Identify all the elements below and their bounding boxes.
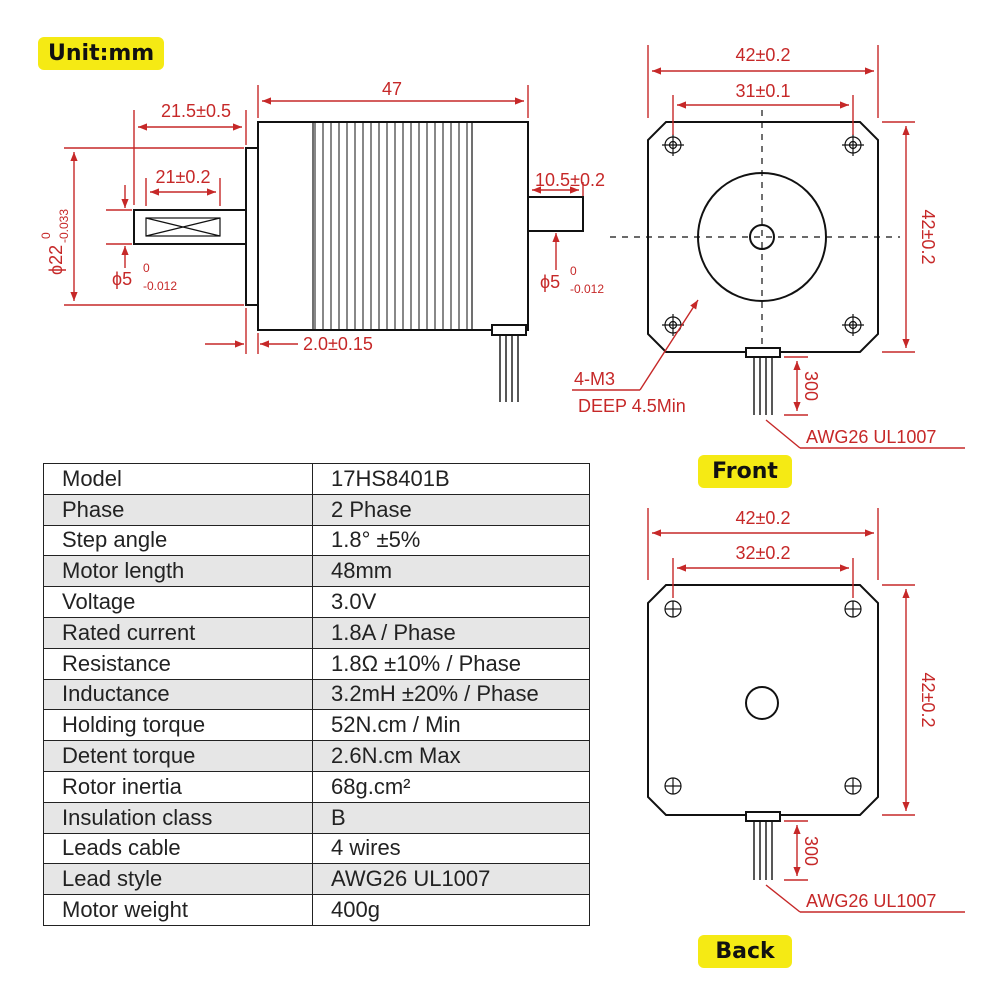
spec-value: 4 wires (312, 832, 590, 865)
holes-note-line2: DEEP 4.5Min (578, 396, 686, 416)
spec-value: 1.8A / Phase (312, 616, 590, 649)
back-shaft-end (745, 686, 779, 720)
dim-shaft-length: 21.5±0.5 (161, 101, 231, 121)
dim-shaft-dia: ϕ5 (112, 269, 132, 289)
back-label: Back (698, 935, 792, 968)
spec-key: Phase (43, 493, 313, 526)
dim-total-length: 47 (382, 79, 402, 99)
spec-value: 2.6N.cm Max (312, 740, 590, 772)
spec-value: 1.8Ω ±10% / Phase (312, 647, 590, 680)
spec-key: Voltage (43, 586, 313, 618)
svg-text:-0.012: -0.012 (570, 282, 604, 296)
front-shaft-end (749, 224, 775, 250)
mounting-hole-icon (662, 134, 684, 156)
screw-icon (844, 600, 862, 618)
svg-text:0: 0 (143, 261, 150, 275)
svg-text:0: 0 (39, 232, 53, 239)
spec-value: 1.8° ±5% (312, 524, 590, 557)
unit-label: Unit:mm (38, 37, 165, 70)
spec-key: Rated current (43, 616, 313, 649)
spec-key: Leads cable (43, 832, 313, 865)
side-wires (499, 335, 519, 402)
back-dim-hole-spacing: 32±0.2 (736, 543, 791, 563)
back-view: 42±0.2 32±0.2 42±0.2 300 AWG26 UL1007 (647, 508, 965, 913)
shaft-flat (145, 217, 221, 237)
spec-key: Resistance (43, 647, 313, 680)
spec-key: Motor weight (43, 894, 313, 926)
spec-value: B (312, 801, 590, 834)
rear-shaft (527, 196, 584, 232)
screw-icon (664, 777, 682, 795)
boss-flange (245, 147, 259, 306)
front-dim-width: 42±0.2 (736, 45, 791, 65)
front-dim-lead: 300 (801, 371, 821, 401)
spec-value: 3.2mH ±20% / Phase (312, 678, 590, 711)
mounting-hole-icon (842, 134, 864, 156)
svg-text:-0.012: -0.012 (143, 279, 177, 293)
spec-value: 17HS8401B (312, 463, 590, 495)
dim-boss-dia: ϕ22 (46, 245, 66, 275)
side-view: 47 21.5±0.5 21±0.2 10.5±0.2 2.0±0.15 ϕ22… (39, 79, 605, 402)
front-shaft (133, 209, 247, 245)
mounting-hole-icon (662, 314, 684, 336)
screw-icon (664, 600, 682, 618)
spec-value: 2 Phase (312, 493, 590, 526)
spec-key: Motor length (43, 555, 313, 588)
spec-key: Model (43, 463, 313, 495)
front-wires (753, 357, 773, 415)
cooling-fins (313, 122, 472, 330)
spec-value: 68g.cm² (312, 770, 590, 803)
spec-value: 400g (312, 894, 590, 926)
spec-key: Lead style (43, 863, 313, 896)
back-dim-lead: 300 (801, 836, 821, 866)
spec-key: Holding torque (43, 709, 313, 742)
spec-value: AWG26 UL1007 (312, 863, 590, 896)
screw-icon (844, 777, 862, 795)
svg-text:-0.033: -0.033 (57, 209, 71, 243)
spec-value: 48mm (312, 555, 590, 588)
back-wire-note: AWG26 UL1007 (806, 891, 936, 911)
front-dim-height: 42±0.2 (918, 210, 938, 265)
back-dim-height: 42±0.2 (918, 673, 938, 728)
spec-value: 52N.cm / Min (312, 709, 590, 742)
front-wire-note: AWG26 UL1007 (806, 427, 936, 447)
back-dim-width: 42±0.2 (736, 508, 791, 528)
spec-key: Step angle (43, 524, 313, 557)
front-label: Front (698, 455, 792, 488)
dim-boss-depth: 2.0±0.15 (303, 334, 373, 354)
front-dim-hole-spacing: 31±0.1 (736, 81, 791, 101)
back-wires (753, 821, 773, 880)
spec-key: Inductance (43, 678, 313, 711)
spec-key: Insulation class (43, 801, 313, 834)
svg-text:0: 0 (570, 264, 577, 278)
spec-key: Rotor inertia (43, 770, 313, 803)
dim-rear-shaft: 10.5±0.2 (535, 170, 605, 190)
spec-value: 3.0V (312, 586, 590, 618)
spec-key: Detent torque (43, 740, 313, 772)
mounting-hole-icon (842, 314, 864, 336)
dim-flat-length: 21±0.2 (156, 167, 211, 187)
dim-rear-shaft-dia: ϕ5 (540, 272, 560, 292)
front-view: 42±0.2 31±0.1 42±0.2 300 4-M3 DEEP 4.5Mi… (572, 45, 965, 449)
holes-note-line1: 4-M3 (574, 369, 615, 389)
